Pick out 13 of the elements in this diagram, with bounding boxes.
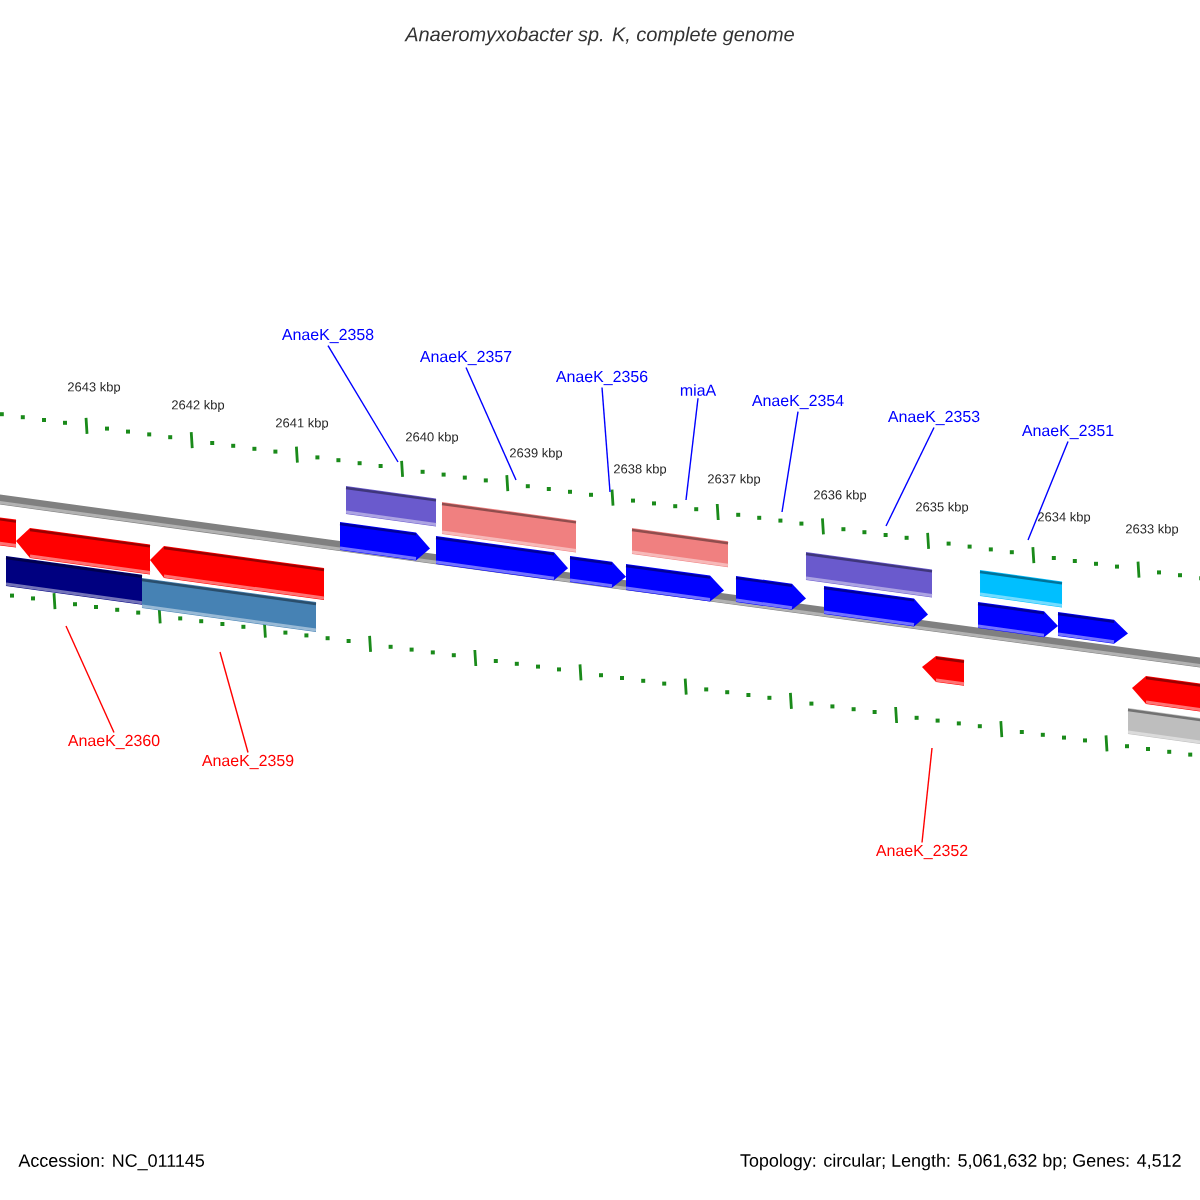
title: Anaeromyxobacter sp. K, complete genome <box>404 26 794 46</box>
leader-line <box>1027 440 1069 541</box>
leader-line <box>465 366 517 481</box>
leader-line <box>601 386 611 493</box>
leader-line <box>885 426 935 527</box>
leader-line <box>685 397 699 501</box>
leader-line <box>65 625 115 734</box>
leader-line <box>219 651 249 754</box>
leader-line <box>921 747 933 844</box>
leader-line <box>327 344 399 463</box>
leader-line <box>781 410 799 513</box>
genome-summary-text: Topology: circular; Length: 5,061,632 bp; Genes: 4,512 <box>740 1153 1181 1171</box>
accession-text: Accession: NC_011145 <box>18 1153 205 1171</box>
